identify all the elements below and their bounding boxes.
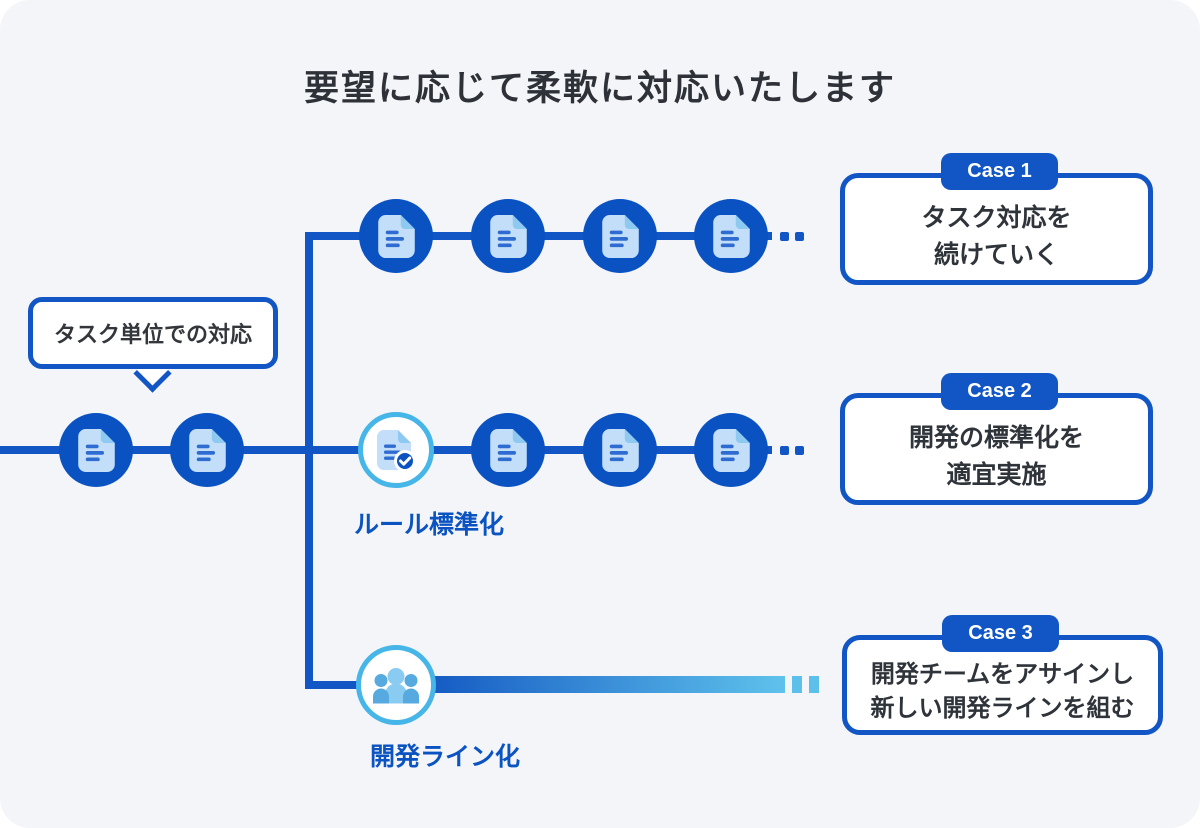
task-node	[170, 413, 244, 487]
document-icon	[489, 214, 527, 258]
document-icon	[188, 428, 226, 472]
document-icon	[77, 428, 115, 472]
document-check-icon	[377, 430, 416, 472]
ellipsis-dot	[780, 446, 789, 455]
case1-text-line2: 続けていく	[933, 241, 1059, 269]
task-node	[694, 199, 768, 273]
case1-box: タスク対応を 続けていく	[840, 173, 1153, 285]
callout-label: タスク単位での対応	[53, 322, 252, 347]
task-unit-callout: タスク単位での対応	[28, 297, 278, 369]
case3-text-line1: 開発チームをアサインし	[870, 661, 1135, 688]
case3-badge-label: Case 3	[968, 622, 1033, 644]
case3-box: 開発チームをアサインし 新しい開発ラインを組む	[842, 635, 1163, 735]
devline-label: 開発ライン化	[369, 743, 520, 771]
task-node	[471, 199, 545, 273]
rule-standardization-node	[358, 412, 434, 488]
devline-dash	[792, 676, 802, 693]
branch-vertical-line	[305, 232, 313, 689]
task-node	[583, 413, 657, 487]
task-node	[694, 413, 768, 487]
case2-text-line2: 適宜実施	[946, 461, 1047, 489]
document-icon	[601, 428, 639, 472]
case3-badge: Case 3	[942, 615, 1059, 652]
case1-badge-label: Case 1	[967, 160, 1032, 182]
devline-gradient-line	[410, 676, 785, 693]
team-icon	[373, 667, 419, 703]
bottom-branch-stub	[305, 681, 405, 689]
case1-badge: Case 1	[941, 153, 1058, 190]
ellipsis-dot	[795, 446, 804, 455]
ellipsis-dot	[795, 232, 804, 241]
case2-badge: Case 2	[941, 373, 1058, 410]
case1-text-line1: タスク対応を	[921, 204, 1072, 232]
task-node	[583, 199, 657, 273]
devline-dash	[809, 676, 819, 693]
document-icon	[601, 214, 639, 258]
case2-badge-label: Case 2	[967, 380, 1032, 402]
ellipsis-dot	[780, 232, 789, 241]
rule-standardization-label: ルール標準化	[353, 511, 504, 539]
task-node	[59, 413, 133, 487]
task-node	[471, 413, 545, 487]
case2-box: 開発の標準化を 適宜実施	[840, 393, 1153, 505]
case3-text-line2: 新しい開発ラインを組む	[870, 695, 1135, 722]
case2-text-line1: 開発の標準化を	[908, 424, 1084, 452]
page-title: 要望に応じて柔軟に対応いたします	[303, 69, 896, 108]
document-icon	[712, 214, 750, 258]
document-icon	[489, 428, 527, 472]
document-icon	[377, 214, 415, 258]
document-icon	[712, 428, 750, 472]
task-node	[359, 199, 433, 273]
devline-node	[356, 645, 436, 725]
